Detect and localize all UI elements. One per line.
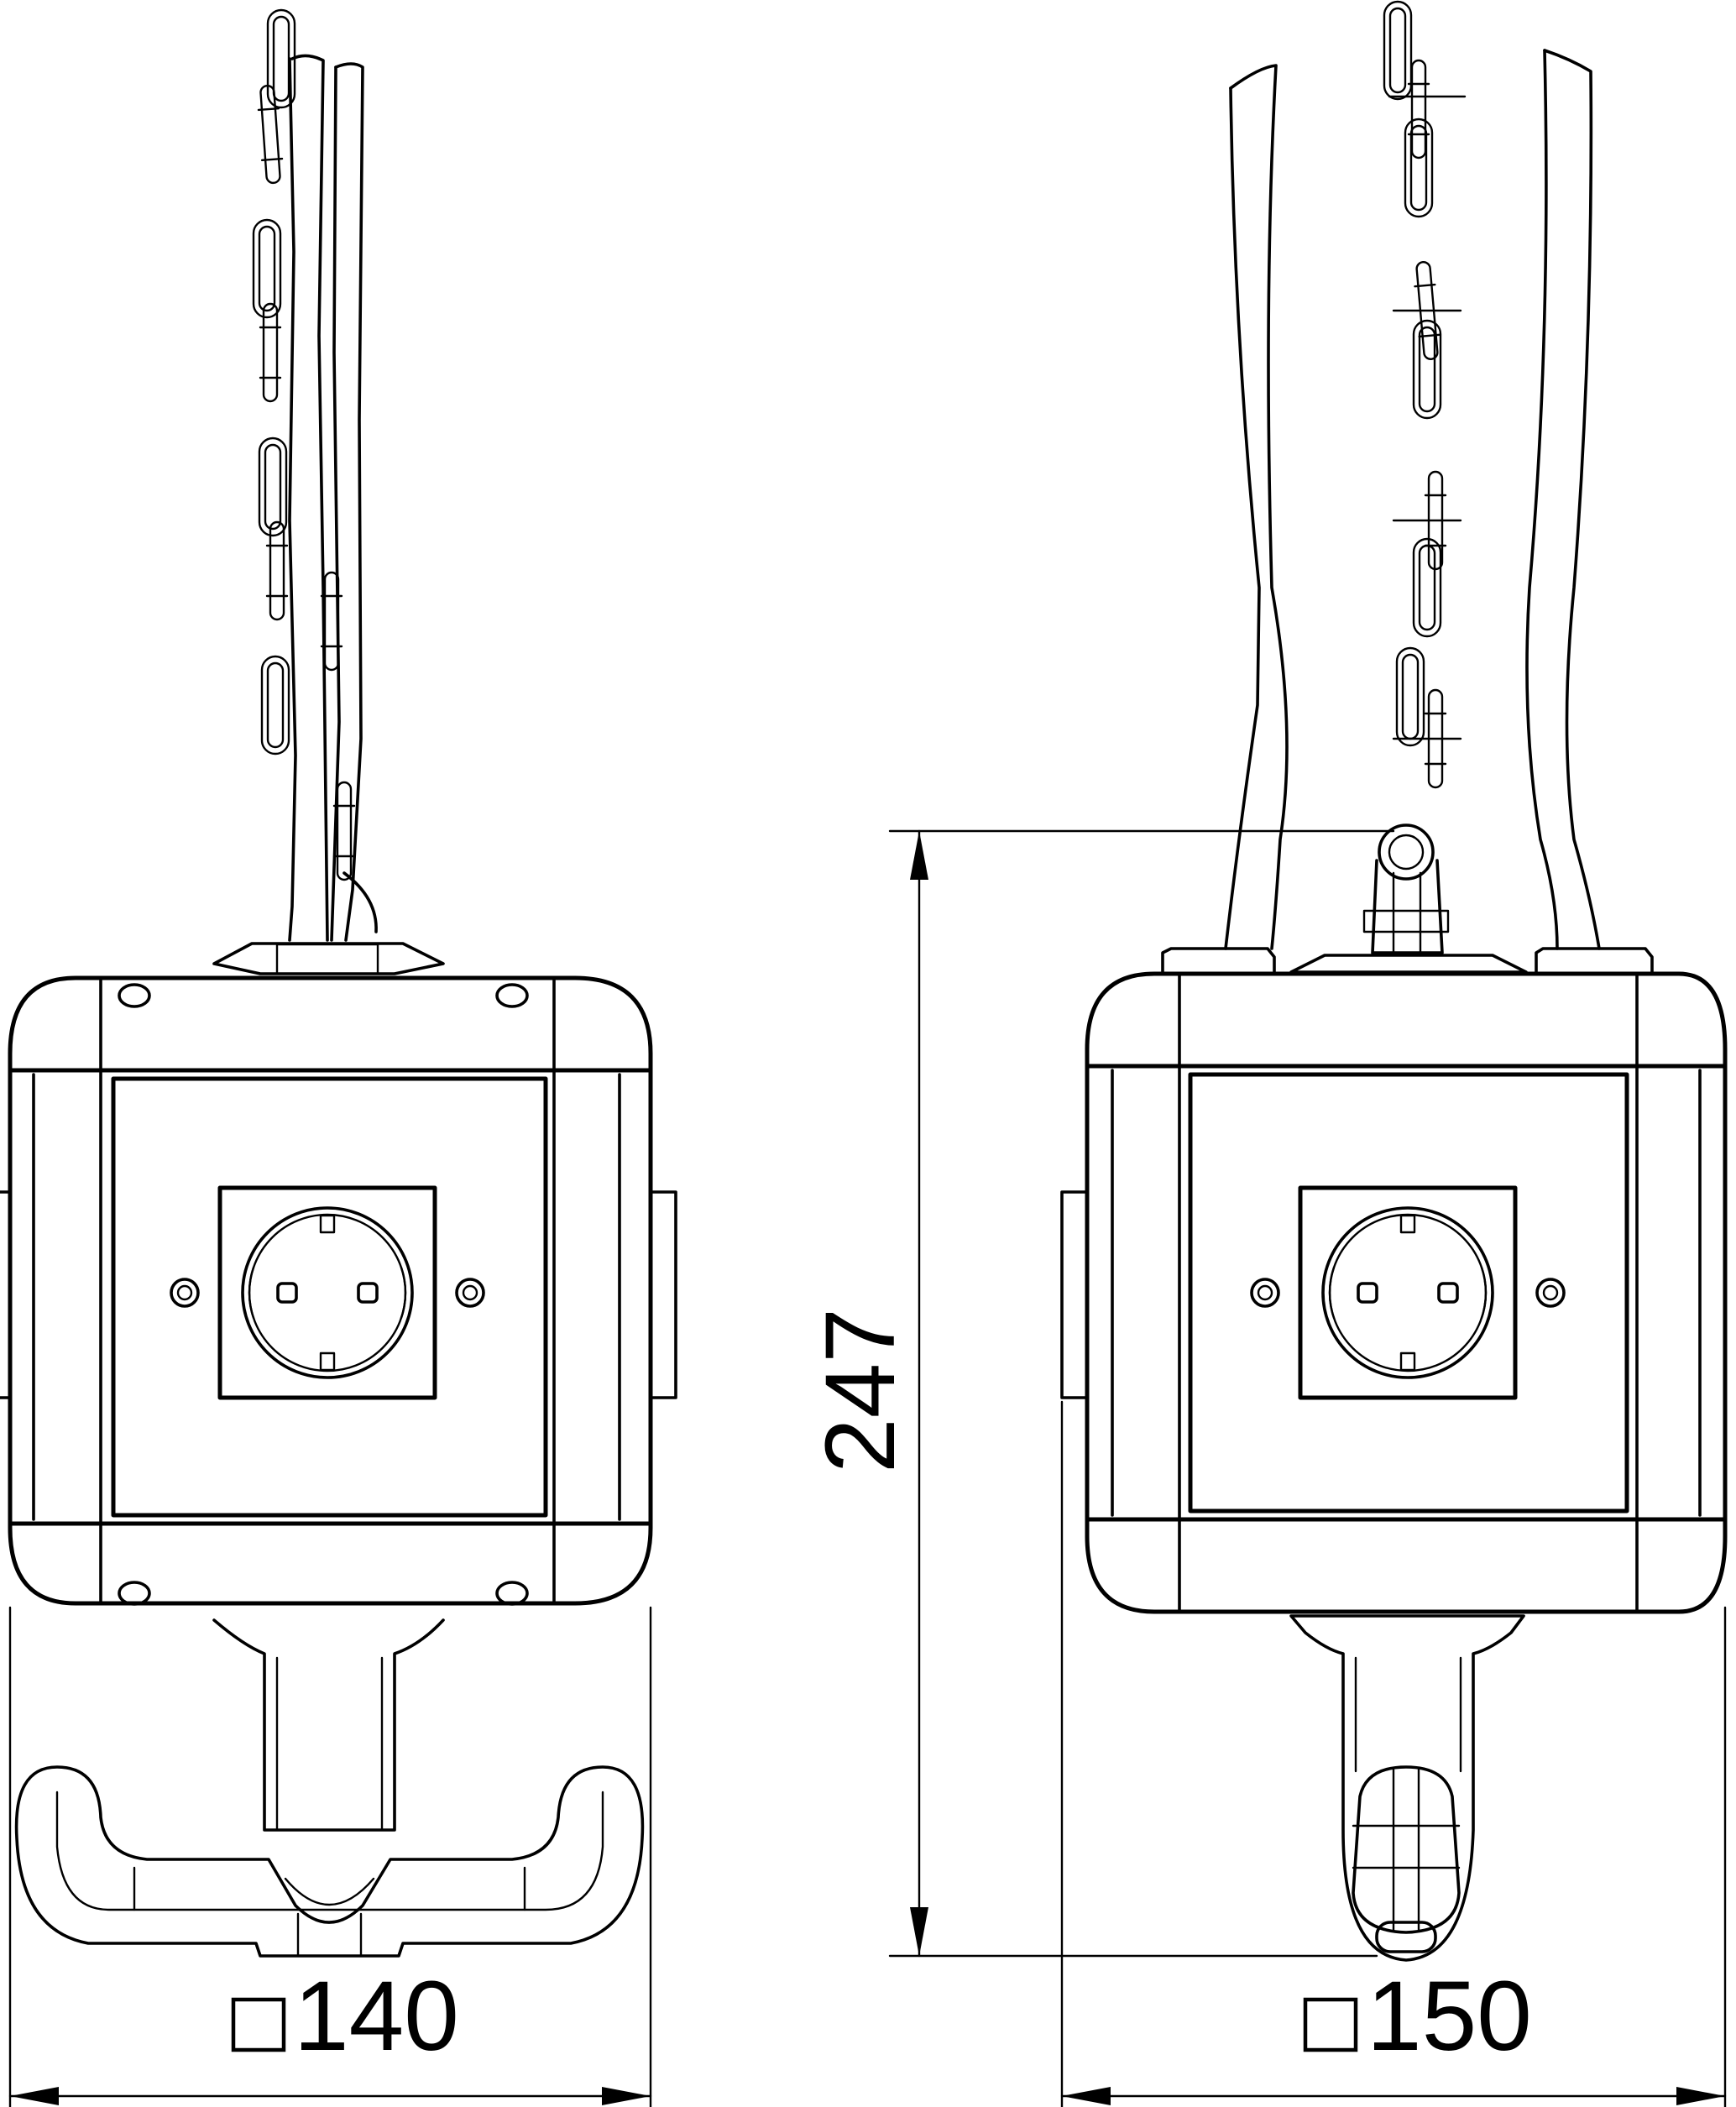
cable-right xyxy=(1224,49,1601,950)
cable-gland xyxy=(212,942,445,975)
side-view-hook: 247 150 xyxy=(805,0,1728,2107)
chain-right xyxy=(1383,0,1467,789)
dim-label-150: 150 xyxy=(1367,1961,1532,2072)
housing-left xyxy=(0,975,677,1606)
dim-label-247: 247 xyxy=(805,1308,916,1473)
dimension-140: 140 xyxy=(8,1606,652,2107)
hook-single xyxy=(1289,1614,1525,1962)
dimension-247: 247 xyxy=(805,829,1395,1958)
housing-right xyxy=(1060,971,1728,1614)
cable-left xyxy=(288,54,378,942)
front-view-hook: 140 xyxy=(0,8,677,2107)
dim-label-140: 140 xyxy=(294,1961,459,2072)
dimension-150: 150 xyxy=(1060,1400,1727,2107)
hook-double xyxy=(14,1618,645,1958)
shackle xyxy=(1362,823,1450,954)
